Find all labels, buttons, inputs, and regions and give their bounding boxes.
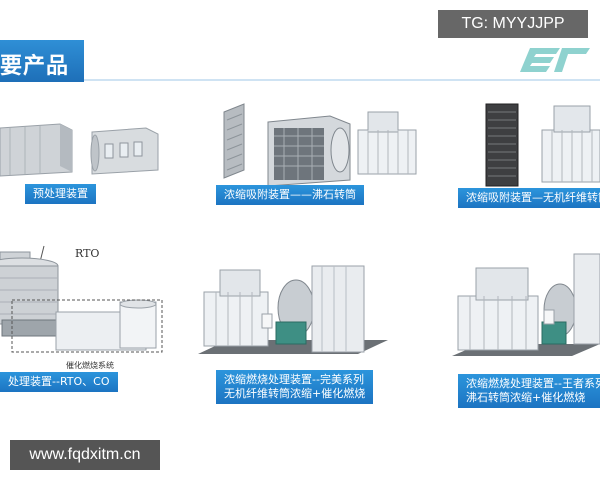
company-logo bbox=[520, 48, 590, 72]
product-label-pretreatment: 预处理装置 bbox=[25, 184, 96, 204]
product-label-perfect-series: 浓缩燃烧处理装置--完美系列 无机纤维转筒浓缩+催化燃烧 bbox=[216, 370, 374, 404]
rto-co-unit-image bbox=[0, 245, 163, 353]
fiber-rotor-unit-image bbox=[485, 103, 600, 187]
product-label-perfect-line2: 无机纤维转筒浓缩+催化燃烧 bbox=[224, 387, 366, 400]
title-bar bbox=[0, 40, 84, 82]
page-title: 要产品 bbox=[0, 54, 70, 79]
watermark-top-right: TG: MYYJJPP bbox=[438, 10, 588, 38]
title-divider bbox=[84, 79, 600, 81]
catalytic-annotation: 催化燃烧系统 bbox=[66, 361, 114, 370]
product-label-king-line2: 沸石转筒浓缩+催化燃烧 bbox=[466, 391, 586, 404]
rto-annotation: RTO bbox=[75, 247, 100, 260]
product-label-perfect-line1: 浓缩燃烧处理装置--完美系列 bbox=[224, 373, 364, 386]
product-label-king-series: 浓缩燃烧处理装置--王者系列 沸石转筒浓缩+催化燃烧 bbox=[458, 374, 600, 408]
watermark-bottom-left: www.fqdxitm.cn bbox=[10, 440, 160, 470]
product-label-zeolite-rotor: 浓缩吸附装置——沸石转筒 bbox=[216, 185, 364, 205]
king-series-unit-image bbox=[452, 253, 600, 356]
pretreatment-unit-image bbox=[0, 123, 159, 177]
perfect-series-unit-image bbox=[198, 265, 388, 354]
product-label-rto-co: 处理装置--RTO、CO bbox=[0, 372, 118, 392]
product-label-fiber-rotor: 浓缩吸附装置—无机纤维转筒 bbox=[458, 188, 600, 208]
zeolite-rotor-unit-image bbox=[223, 103, 417, 187]
product-label-king-line1: 浓缩燃烧处理装置--王者系列 bbox=[466, 377, 600, 390]
